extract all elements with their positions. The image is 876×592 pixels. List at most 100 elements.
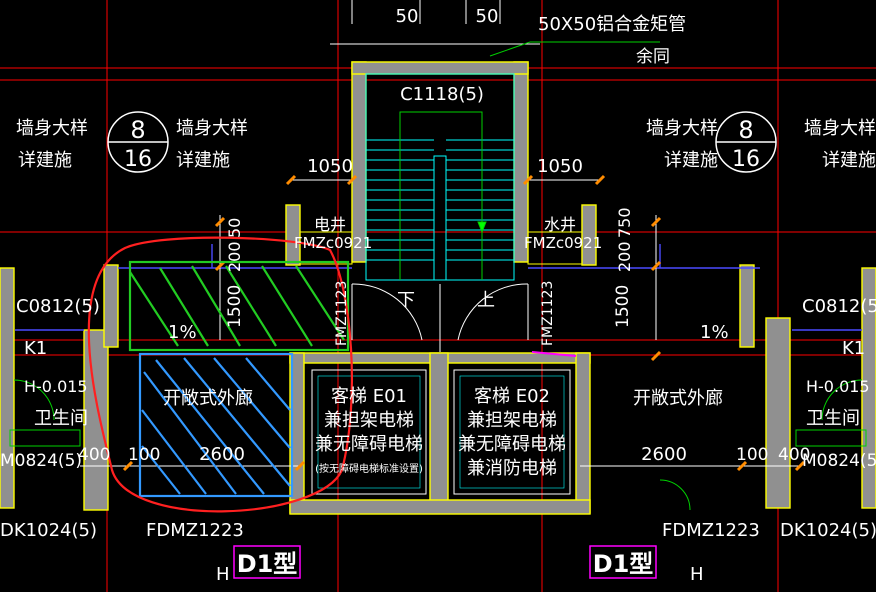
dim-label: 750 bbox=[615, 207, 634, 238]
door-label: FMZ1123 bbox=[540, 281, 556, 346]
dim-label: 1500 bbox=[225, 285, 245, 328]
room-label: 开敞式外廊 bbox=[633, 388, 723, 409]
stair-doors bbox=[351, 283, 529, 352]
dim-tick bbox=[214, 260, 226, 272]
elevator-label: 客梯 E02 bbox=[474, 386, 550, 407]
door-label: DK1024(5) bbox=[780, 520, 876, 541]
callouts bbox=[107, 111, 777, 173]
room-label: 卫生间 bbox=[806, 408, 860, 429]
detail-label: 详建施 bbox=[18, 150, 72, 171]
unit-details bbox=[9, 379, 867, 511]
green-hatch bbox=[129, 271, 179, 347]
green-hatch bbox=[191, 265, 241, 347]
wall-stair-left bbox=[351, 61, 367, 263]
blue-hatch bbox=[213, 357, 291, 449]
elevator-label: 客梯 E01 bbox=[331, 386, 407, 407]
dim-label: 2600 bbox=[641, 444, 687, 465]
dim-tick bbox=[736, 460, 748, 472]
type-label: D1型 bbox=[237, 550, 298, 578]
detail-label: 详建施 bbox=[822, 150, 876, 171]
leader-line bbox=[489, 41, 660, 57]
label-k1: K1 bbox=[24, 338, 47, 359]
note-label: 余同 bbox=[636, 47, 670, 67]
window-label: C0812(5) bbox=[16, 296, 100, 317]
dim-label: 50 bbox=[396, 6, 419, 27]
dim-tick bbox=[594, 174, 606, 186]
wall-right-unit bbox=[765, 317, 791, 509]
blue-hatch bbox=[183, 357, 291, 487]
dim-tick bbox=[214, 216, 226, 228]
dim-label: 100 bbox=[736, 445, 768, 465]
door-label: FMZc0921 bbox=[524, 234, 602, 252]
green-hatch bbox=[159, 267, 209, 347]
fixture bbox=[795, 429, 867, 447]
corridor-blue-lines bbox=[15, 244, 862, 331]
type-label: D1型 bbox=[593, 550, 654, 578]
detail-label: 详建施 bbox=[176, 150, 230, 171]
stair-label: 上 bbox=[477, 290, 495, 311]
elevator-label: 兼无障碍电梯 bbox=[458, 434, 566, 455]
elevation-label: H-0.015 bbox=[24, 377, 88, 396]
door-arc bbox=[659, 479, 691, 511]
room-label: 电井 bbox=[314, 215, 346, 234]
annotation-green-hatch bbox=[128, 260, 350, 352]
magenta-line bbox=[531, 351, 577, 357]
dim-label: 50 bbox=[476, 6, 499, 27]
elevator-label: 兼担架电梯 bbox=[467, 410, 557, 431]
dimension-ticks bbox=[122, 174, 806, 472]
fixture bbox=[9, 429, 81, 447]
door-arc bbox=[821, 379, 863, 421]
callout-label: 16 bbox=[732, 147, 760, 172]
dimension-lines bbox=[80, 179, 800, 467]
elevator-e01-inner bbox=[317, 375, 421, 489]
type-box-right bbox=[589, 545, 657, 579]
dim-label: 1050 bbox=[307, 156, 353, 177]
blue-hatch bbox=[141, 445, 181, 495]
elevator-fill-lines bbox=[317, 375, 565, 489]
dim-label: 50 bbox=[225, 218, 244, 238]
green-hatch bbox=[295, 265, 345, 341]
dim-tick bbox=[285, 174, 297, 186]
wall-elevator-right bbox=[575, 352, 591, 514]
detail-label: 详建施 bbox=[664, 150, 718, 171]
dim-label: 2600 bbox=[199, 444, 245, 465]
door-label: M0824(5) bbox=[802, 451, 876, 471]
wall-corridor-right bbox=[739, 264, 755, 348]
wall-left-unit bbox=[83, 329, 109, 511]
door-label: FMZ1123 bbox=[334, 281, 350, 346]
stair-railing bbox=[399, 111, 487, 280]
dim-label: 400 bbox=[78, 445, 110, 465]
elevator-e01-car bbox=[311, 369, 427, 495]
dim-tick bbox=[650, 260, 662, 272]
door-label: FMZc0921 bbox=[294, 234, 372, 252]
dim-tick bbox=[294, 460, 306, 472]
blue-outline bbox=[138, 352, 294, 498]
door-label: DK1024(5) bbox=[0, 520, 97, 541]
room-label: 卫生间 bbox=[34, 408, 88, 429]
elevator-label: 兼消防电梯 bbox=[467, 458, 557, 479]
detail-label: 墙身大样 bbox=[804, 118, 876, 139]
dim-label: 100 bbox=[128, 445, 160, 465]
wall-elevator-bottom bbox=[289, 499, 591, 515]
blue-hatch bbox=[245, 357, 291, 411]
stair-well bbox=[433, 155, 447, 281]
dim-label: 1500 bbox=[613, 285, 633, 328]
wall-elevator-mid bbox=[429, 352, 449, 514]
wall-stair-top bbox=[351, 61, 529, 75]
detail-label: 墙身大样 bbox=[176, 118, 248, 139]
annotation-red-circle bbox=[87, 236, 354, 513]
dim-label: 200 bbox=[225, 241, 244, 272]
dim-tick bbox=[346, 174, 358, 186]
elevator-label: 兼担架电梯 bbox=[324, 410, 414, 431]
window-label: C1118(5) bbox=[400, 84, 484, 105]
shafts bbox=[299, 231, 583, 265]
blue-hatch bbox=[141, 409, 207, 495]
wall-far-right bbox=[861, 267, 876, 509]
door-label: FDMZ1223 bbox=[662, 520, 760, 541]
magenta-marks bbox=[233, 351, 657, 579]
slope-label: 1% bbox=[700, 322, 729, 343]
green-outline bbox=[128, 260, 350, 352]
door-label: FDMZ1223 bbox=[146, 520, 244, 541]
callout-label: 8 bbox=[738, 116, 753, 144]
